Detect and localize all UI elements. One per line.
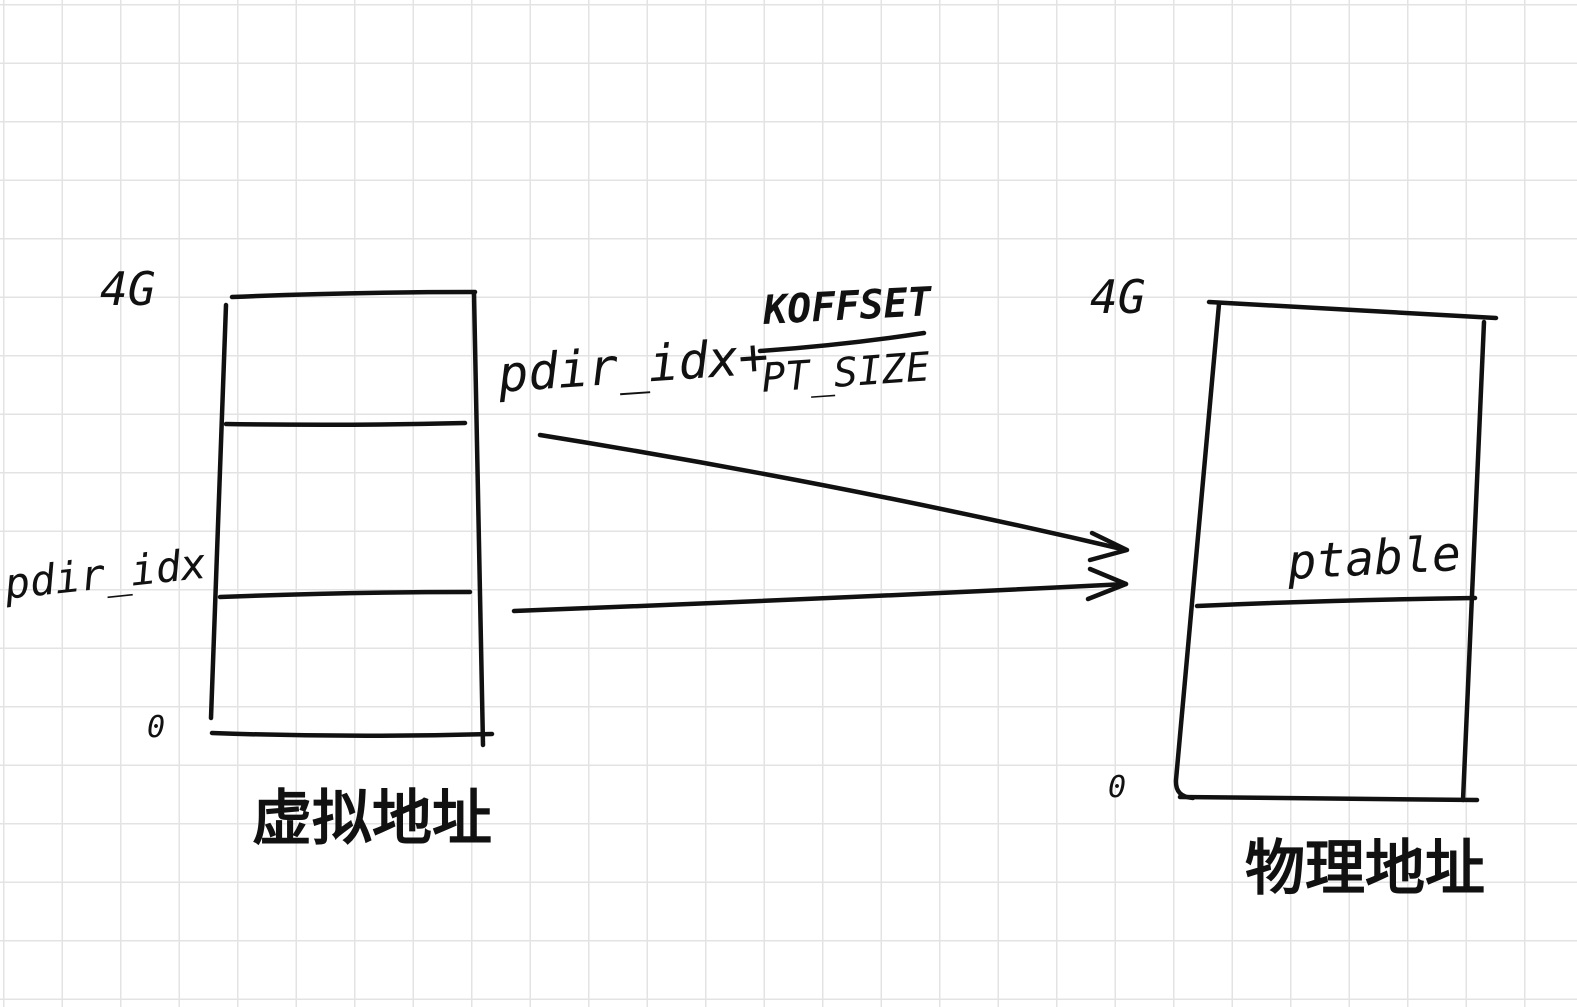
fraction-bar xyxy=(757,330,927,354)
physical-top-label: 4G xyxy=(1090,270,1146,324)
physical-address-box xyxy=(1173,299,1499,803)
virtual-divider-pdir-idx xyxy=(217,589,473,600)
formula-numerator: KOFFSET xyxy=(762,279,933,334)
virtual-top-label: 4G xyxy=(100,262,156,316)
physical-bottom-label: 0 xyxy=(1108,770,1127,805)
arrow-upper xyxy=(537,432,1130,563)
physical-address-caption: 物理地址 xyxy=(1245,834,1485,904)
virtual-divider-upper xyxy=(223,420,468,428)
virtual-bottom-label: 0 xyxy=(147,710,166,745)
physical-ptable-label: ptable xyxy=(1286,525,1463,591)
virtual-address-box xyxy=(208,289,495,748)
physical-divider-ptable xyxy=(1194,595,1478,609)
arrow-lower xyxy=(511,566,1129,614)
virtual-address-caption: 虚拟地址 xyxy=(252,784,492,854)
